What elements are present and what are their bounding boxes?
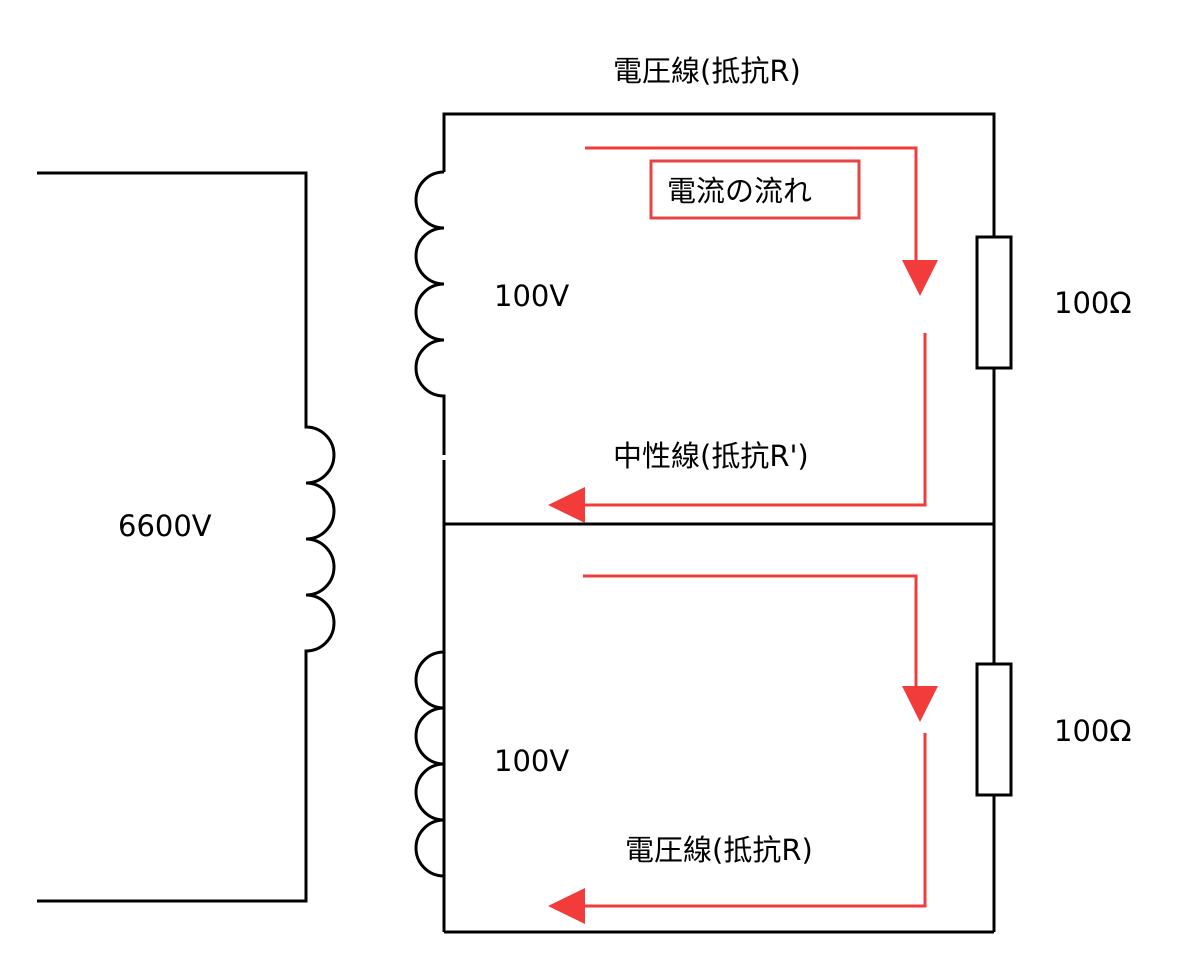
upper-secondary-voltage-label: 100V <box>494 279 569 313</box>
primary-coil <box>304 370 336 700</box>
loads: 100Ω 100Ω <box>975 235 1132 797</box>
neutral-wire-label: 中性線(抵抗R') <box>613 439 809 473</box>
legend-box <box>649 159 861 220</box>
secondary-windings: 100V 100V <box>414 112 996 934</box>
upper-load-label: 100Ω <box>1054 286 1132 320</box>
upper-secondary-coil <box>414 170 446 455</box>
lower-flow-arrowhead-left <box>548 888 585 924</box>
legend-label: 電流の流れ <box>667 174 812 208</box>
primary-circuit: 6600V <box>37 171 336 903</box>
current-flow-legend: 電流の流れ <box>649 159 861 220</box>
lower-load-label: 100Ω <box>1054 714 1132 748</box>
lower-secondary-coil <box>414 650 445 878</box>
wire-labels: 電圧線(抵抗R) 中性線(抵抗R') 電圧線(抵抗R) <box>613 54 813 867</box>
lower-flow-path-2 <box>580 733 927 908</box>
lower-load-resistor <box>975 662 1013 797</box>
lower-flow-path-1 <box>583 574 918 688</box>
upper-flow-path-2 <box>580 333 927 507</box>
upper-left-wire <box>442 112 996 198</box>
lower-flow-arrowhead-down <box>902 686 938 722</box>
upper-flow-path-1 <box>585 146 918 262</box>
bottom-wire-label: 電圧線(抵抗R) <box>625 833 813 867</box>
lower-secondary-voltage-label: 100V <box>494 744 569 778</box>
primary-bottom-lead <box>37 700 308 903</box>
primary-voltage-label: 6600V <box>118 509 212 543</box>
current-flow <box>548 146 938 924</box>
primary-top-lead <box>37 171 308 370</box>
top-wire-label: 電圧線(抵抗R) <box>613 54 801 88</box>
upper-load-resistor <box>975 235 1013 370</box>
upper-flow-arrowhead-left <box>548 487 585 523</box>
upper-flow-arrowhead-down <box>902 260 938 296</box>
